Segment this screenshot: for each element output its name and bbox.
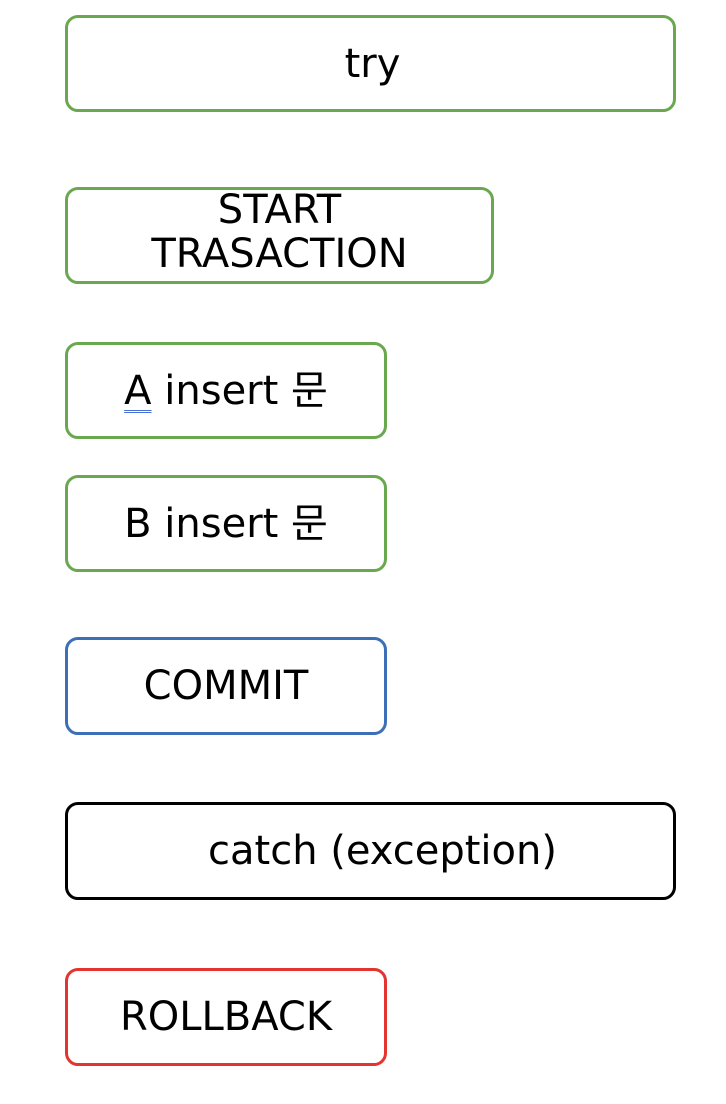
start-transaction-label: START TRASACTION (151, 187, 408, 277)
insert-a-block: A insert 문 (65, 342, 387, 439)
catch-label: catch (exception) (208, 828, 557, 874)
rollback-block: ROLLBACK (65, 968, 387, 1066)
insert-b-label: B insert 문 (124, 500, 328, 547)
insert-a-suffix: insert 문 (151, 367, 328, 414)
try-block: try (65, 15, 676, 112)
try-label: try (344, 40, 401, 87)
commit-block: COMMIT (65, 637, 387, 735)
start-transaction-block: START TRASACTION (65, 187, 494, 284)
catch-block: catch (exception) (65, 802, 676, 900)
insert-a-label: A insert 문 (124, 369, 328, 413)
insert-a-prefix: A (124, 367, 152, 414)
commit-label: COMMIT (143, 663, 309, 709)
insert-b-block: B insert 문 (65, 475, 387, 572)
rollback-label: ROLLBACK (119, 994, 333, 1040)
